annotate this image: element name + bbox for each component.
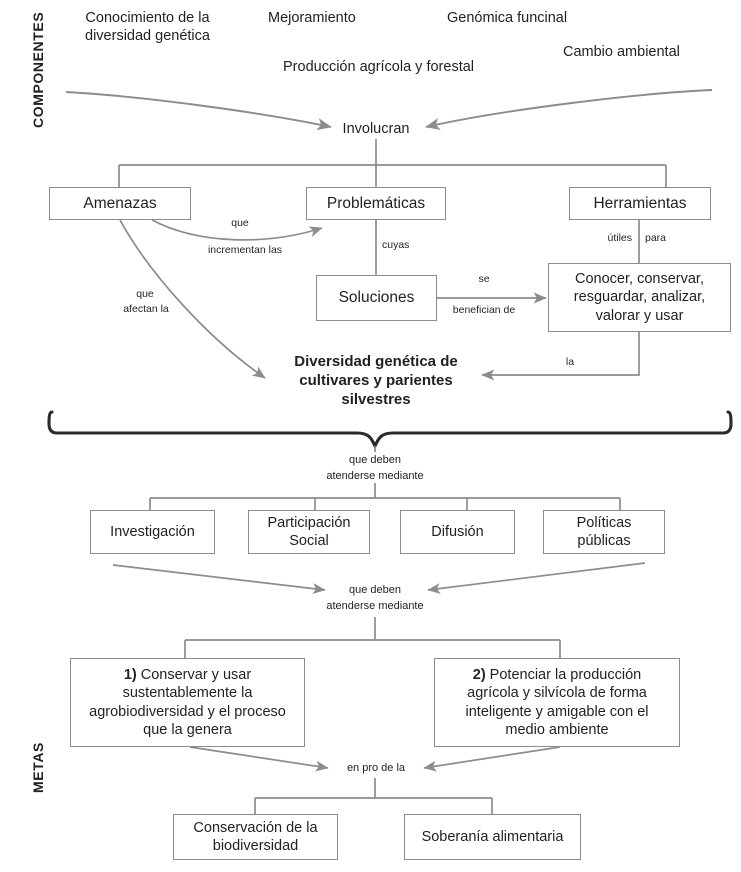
box-investigacion[interactable]: Investigación bbox=[90, 510, 215, 554]
box-difusion-label: Difusión bbox=[431, 523, 484, 540]
box-acciones[interactable]: Conocer, conservar, resguardar, analizar… bbox=[548, 263, 731, 332]
section-label-metas: METAS bbox=[30, 742, 46, 793]
component-mejoramiento: Mejoramiento bbox=[268, 10, 356, 26]
rel-la: la bbox=[565, 356, 575, 368]
box-meta-2-number: 2) bbox=[472, 667, 486, 684]
component-conocimiento: Conocimiento de la diversidad genética bbox=[85, 10, 210, 44]
curly-brace bbox=[47, 410, 733, 450]
box-problematicas-label: Problemáticas bbox=[326, 194, 426, 212]
box-amenazas[interactable]: Amenazas bbox=[49, 187, 191, 220]
rel-atenderse-mediante-2: atenderse mediante bbox=[326, 600, 424, 612]
rel-se: se bbox=[478, 273, 490, 285]
box-meta-1-number: 1) bbox=[123, 667, 137, 684]
rel-atenderse-mediante-1: atenderse mediante bbox=[326, 470, 424, 482]
box-soluciones-label: Soluciones bbox=[338, 289, 415, 307]
rel-que-incrementan-2: incrementan las bbox=[207, 244, 283, 256]
box-meta-2-text: Potenciar la producción agrícola y silví… bbox=[465, 667, 649, 738]
box-problematicas[interactable]: Problemáticas bbox=[306, 187, 446, 220]
box-conservacion-biodiversidad-label: Conservación de la biodiversidad bbox=[193, 819, 318, 854]
box-politicas-publicas[interactable]: Políticas públicas bbox=[543, 510, 665, 554]
component-cambio-ambiental: Cambio ambiental bbox=[563, 44, 680, 60]
box-participacion-social[interactable]: Participación Social bbox=[248, 510, 370, 554]
box-amenazas-label: Amenazas bbox=[83, 194, 157, 212]
rel-que-deben-1: que deben bbox=[349, 454, 401, 466]
section-label-componentes: COMPONENTES bbox=[30, 11, 46, 128]
box-soberania-alimentaria[interactable]: Soberanía alimentaria bbox=[404, 814, 581, 860]
rel-para: para bbox=[645, 232, 667, 244]
box-conservacion-biodiversidad[interactable]: Conservación de la biodiversidad bbox=[173, 814, 338, 860]
box-meta-1[interactable]: 1) Conservar y usar sustentablemente la … bbox=[70, 658, 305, 747]
rel-cuyas: cuyas bbox=[382, 239, 410, 251]
rel-que-incrementan-1: que bbox=[231, 217, 249, 229]
component-genomica: Genómica funcinal bbox=[447, 10, 568, 26]
box-soberania-alimentaria-label: Soberanía alimentaria bbox=[421, 828, 564, 845]
rel-utiles: útiles bbox=[607, 232, 632, 244]
box-meta-1-text: Conservar y usar sustentablemente la agr… bbox=[89, 667, 286, 738]
box-herramientas-label: Herramientas bbox=[593, 194, 687, 212]
component-produccion: Producción agrícola y forestal bbox=[283, 59, 475, 75]
rel-benefician-de: benefician de bbox=[452, 304, 516, 316]
node-diversidad-genetica: Diversidad genética de cultivares y pari… bbox=[294, 353, 458, 408]
box-herramientas[interactable]: Herramientas bbox=[569, 187, 711, 220]
rel-que-afectan-2: afectan la bbox=[123, 303, 169, 315]
box-acciones-label: Conocer, conservar, resguardar, analizar… bbox=[573, 271, 706, 324]
box-difusion[interactable]: Difusión bbox=[400, 510, 515, 554]
rel-en-pro-de-la: en pro de la bbox=[346, 762, 406, 774]
box-investigacion-label: Investigación bbox=[110, 523, 195, 540]
box-participacion-social-label: Participación Social bbox=[267, 514, 351, 549]
box-meta-2[interactable]: 2) Potenciar la producción agrícola y si… bbox=[434, 658, 680, 747]
rel-que-afectan-1: que bbox=[136, 288, 154, 300]
box-politicas-publicas-label: Políticas públicas bbox=[576, 514, 632, 549]
hub-involucran: Involucran bbox=[342, 121, 410, 137]
rel-que-deben-2: que deben bbox=[349, 584, 401, 596]
box-soluciones[interactable]: Soluciones bbox=[316, 275, 437, 321]
